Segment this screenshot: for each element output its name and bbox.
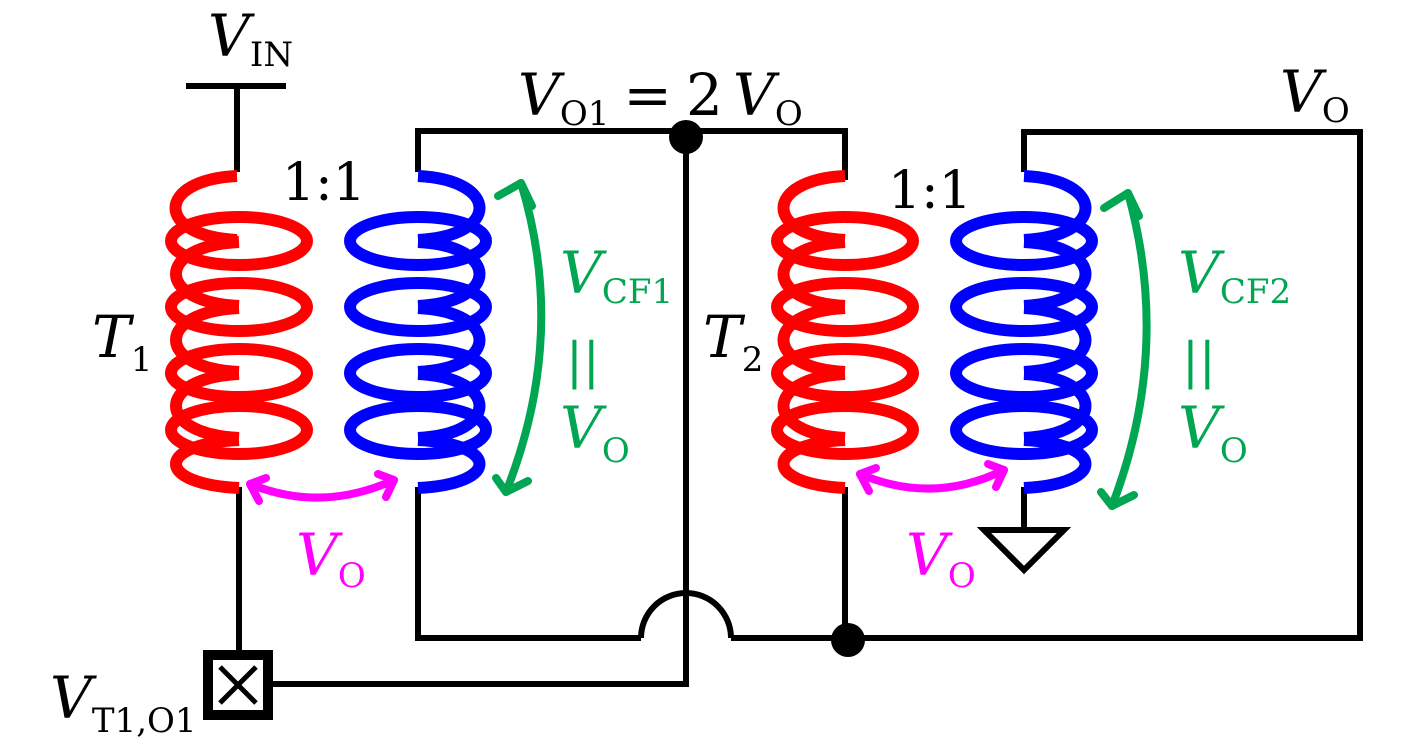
vo-t1-label: VO [296, 521, 366, 596]
t2-primary-coil [771, 170, 919, 494]
svg-text:VCF2: VCF2 [1178, 239, 1291, 312]
wire-crossover-jumper [638, 590, 734, 639]
vo-arrow-t1 [246, 470, 398, 505]
t2-secondary-coil [950, 170, 1098, 494]
junction-dot-vo [831, 623, 865, 657]
t1-secondary-coil [344, 170, 492, 494]
ground-symbol [976, 527, 1072, 575]
vo-arrow-t2 [856, 460, 1008, 495]
vin-label: VIN [208, 2, 293, 75]
svg-text:VO: VO [560, 394, 630, 471]
junction-dot-vo1 [669, 120, 703, 154]
vt1-o1-label: VT1,O1 [50, 664, 197, 741]
vcf1-label: VCF1 || VO [560, 239, 673, 471]
switch-box [203, 650, 273, 720]
wires [186, 83, 1363, 720]
t1-primary-coil [165, 170, 313, 494]
t2-label: T2 [703, 303, 763, 380]
svg-text:||: || [1182, 332, 1216, 390]
vcf2-label: VCF2 || VO [1178, 239, 1291, 471]
vcf1-arrow [492, 179, 546, 496]
vo-t2-label: VO [906, 521, 976, 596]
vo-output-wire [731, 129, 1363, 641]
svg-text:||: || [566, 332, 600, 390]
t1-label: T1 [92, 303, 152, 380]
vo-top-label: VO [1280, 58, 1350, 131]
t2-ratio-label: 1:1 [888, 161, 972, 221]
t1-ratio-label: 1:1 [282, 153, 366, 213]
vo1-top-wire [415, 128, 848, 180]
svg-text:VO: VO [1178, 394, 1248, 471]
vcf2-arrow [1097, 189, 1151, 510]
t1-secondary-bottom-wire [415, 487, 641, 641]
svg-text:VCF1: VCF1 [560, 239, 673, 312]
switch-to-vo1-wire [270, 139, 689, 687]
